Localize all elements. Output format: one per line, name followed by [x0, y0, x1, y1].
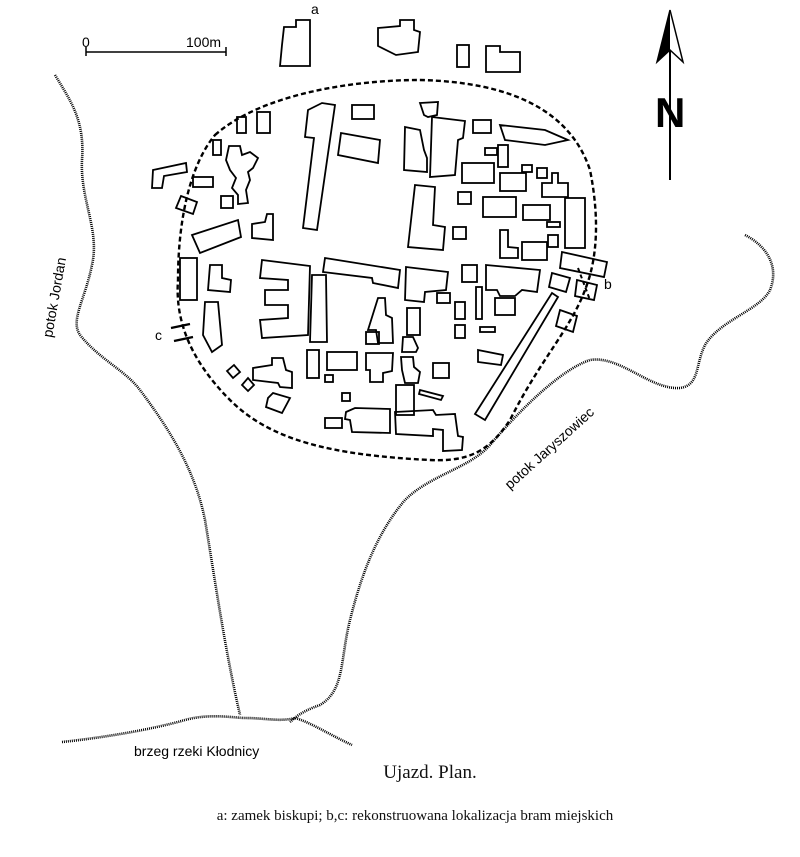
- stream-jaryszowiec: [289, 233, 775, 724]
- buildings: [151, 19, 609, 452]
- marker-c: c: [155, 327, 162, 343]
- marker-b: b: [604, 276, 612, 292]
- gate-c: [170, 322, 194, 343]
- stream-jordan: [53, 74, 242, 716]
- north-label: N: [655, 89, 685, 136]
- river-bank-klodnica: [61, 714, 353, 747]
- label-potok-jordan: potok Jordan: [39, 256, 69, 339]
- bishops-castle: [279, 19, 311, 67]
- scale-end-label: 100m: [186, 34, 221, 50]
- figure-legend: a: zamek biskupi; b,c: rekonstruowana lo…: [216, 808, 614, 824]
- north-arrow-icon: N: [655, 9, 685, 180]
- scale-start-label: 0: [82, 34, 90, 50]
- figure-title: Ujazd. Plan.: [383, 762, 477, 783]
- scale-bar: 0 100m: [82, 34, 227, 56]
- label-river-klodnica: brzeg rzeki Kłodnicy: [134, 743, 259, 759]
- marker-a: a: [311, 1, 319, 17]
- gate-b: [577, 267, 591, 301]
